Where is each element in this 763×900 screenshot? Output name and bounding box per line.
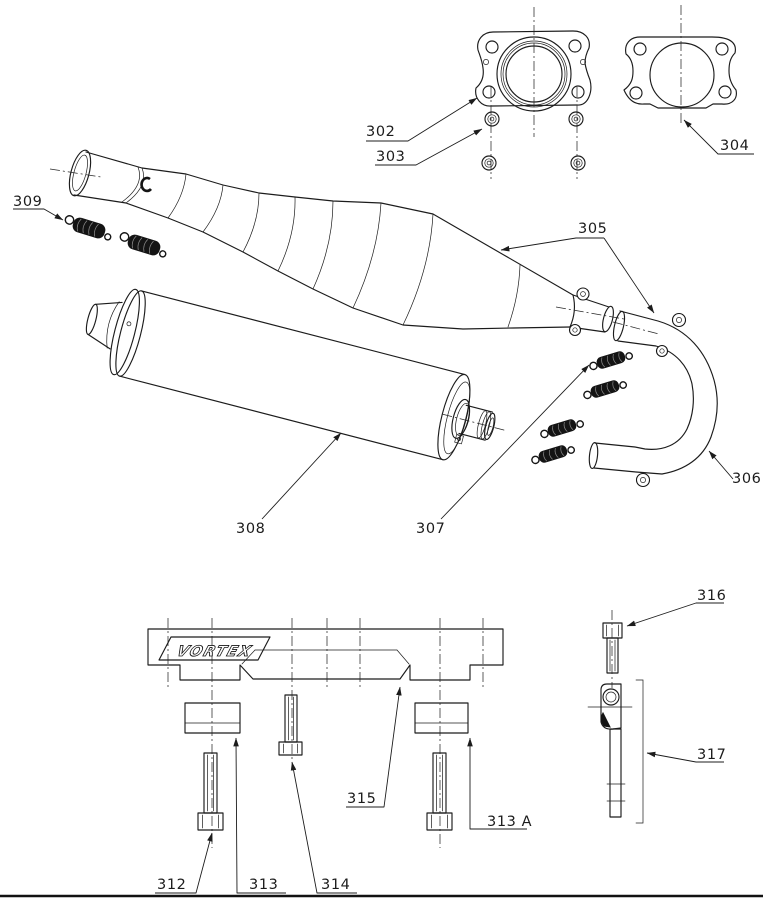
leader-306	[708, 450, 734, 480]
spring	[64, 215, 112, 241]
flange-pin-hole-right	[580, 59, 586, 65]
nut	[570, 155, 586, 171]
part-label-302: 302	[366, 124, 395, 140]
leader-305-a	[500, 237, 604, 252]
spring	[583, 380, 628, 400]
nut	[481, 155, 497, 171]
silencer-outlet-stub	[458, 404, 493, 441]
chamber-bottom-edge	[73, 194, 571, 330]
nut	[484, 111, 500, 127]
header-bend-306	[588, 310, 718, 488]
bolt-312	[197, 752, 224, 831]
silencer-body	[118, 290, 466, 461]
springs-307	[531, 351, 634, 465]
part-label-305: 305	[578, 221, 607, 237]
spring-hook-tab	[140, 176, 153, 193]
leader-304	[683, 119, 754, 155]
part-label-313: 313	[249, 877, 278, 893]
spring-hook-ring	[635, 312, 687, 488]
bend-inlet-opening	[612, 310, 626, 342]
exhaust-gasket-304	[623, 5, 737, 124]
flange-pin-hole-left	[483, 59, 489, 65]
leader-302	[366, 97, 478, 142]
leader-315	[346, 686, 402, 808]
flange-nuts-303	[481, 111, 586, 171]
chamber-top-edge	[85, 151, 574, 296]
engine-mount-315: VORTEX	[147, 618, 504, 848]
leader-316	[626, 602, 724, 627]
part-labels: 302 303 304 305 306 307 308 309 312 313 …	[13, 124, 761, 893]
bend-outer-edge	[593, 310, 718, 475]
bolt-314	[278, 694, 303, 756]
vortex-logo: VORTEX	[158, 636, 271, 661]
leader-314	[290, 761, 357, 894]
leader-305-b	[603, 237, 655, 314]
leader-312	[155, 832, 213, 894]
part-label-312: 312	[157, 877, 186, 893]
leader-303	[375, 128, 483, 166]
bend-outlet-opening	[588, 441, 599, 470]
expansion-chamber-305	[49, 149, 625, 337]
silencer-308	[85, 288, 507, 461]
leader-307	[440, 364, 590, 520]
spring	[540, 419, 585, 439]
chamber-outlet-opening	[602, 305, 614, 333]
chamber-inlet-opening	[68, 149, 92, 197]
springs-309	[64, 215, 167, 258]
leader-313	[233, 737, 286, 894]
part-label-316: 316	[697, 588, 726, 604]
spring	[589, 351, 634, 371]
clamp-wedge	[600, 711, 611, 728]
leader-317	[646, 751, 724, 763]
chamber-cone-tip	[569, 294, 576, 328]
part-label-306: 306	[732, 471, 761, 487]
bolt-313a-side	[426, 752, 453, 831]
leader-308	[261, 432, 342, 520]
part-label-304: 304	[720, 138, 749, 154]
vortex-logo-text: VORTEX	[175, 642, 255, 660]
leader-313a	[467, 737, 527, 830]
rod-extent-bracket	[635, 679, 644, 824]
part-label-309: 309	[13, 194, 42, 210]
leader-309	[13, 208, 64, 221]
silencer-hook-tab	[454, 433, 464, 445]
part-label-307: 307	[416, 521, 445, 537]
spring	[119, 232, 167, 258]
bolt-316	[602, 610, 623, 688]
spacer-313a	[414, 702, 469, 734]
rod-shaft	[609, 728, 622, 818]
part-label-315: 315	[347, 791, 376, 807]
support-rod-317	[587, 679, 644, 824]
part-label-303: 303	[376, 149, 405, 165]
part-label-314: 314	[321, 877, 350, 893]
rivet	[126, 321, 132, 327]
exhaust-flange-302	[475, 7, 592, 179]
bend-inner-edge	[594, 340, 694, 450]
leader-lines	[13, 97, 754, 894]
part-label-308: 308	[236, 521, 265, 537]
part-label-317: 317	[697, 747, 726, 763]
spring	[531, 445, 576, 465]
rod-clamp	[600, 683, 622, 730]
spacer-313	[184, 702, 241, 734]
spring-hook-ring	[568, 287, 590, 337]
silencer-inlet-opening	[85, 303, 98, 335]
part-label-313a: 313 A	[487, 814, 532, 830]
nut	[568, 111, 584, 127]
